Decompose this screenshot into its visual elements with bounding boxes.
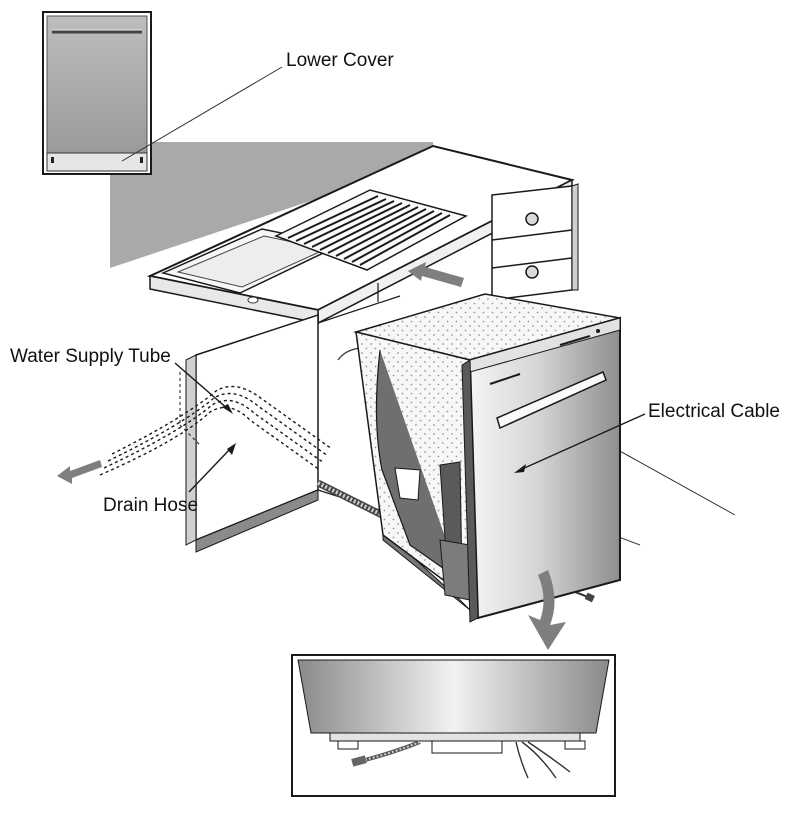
lower-cover-label: Lower Cover <box>286 50 394 71</box>
dishwasher-door <box>461 316 621 623</box>
drain-direction-arrow-icon <box>57 460 102 484</box>
wall-backdrop <box>110 142 433 268</box>
dishwasher-body <box>353 293 621 611</box>
drainboard <box>274 189 468 271</box>
water-supply-tube-label: Water Supply Tube <box>10 346 171 367</box>
detail-arrow-icon <box>528 570 566 650</box>
drain-hose-leader <box>188 446 233 493</box>
hose-routing <box>99 372 333 476</box>
electrical-cable-label: Electrical Cable <box>648 401 780 422</box>
electrical-cable-leader <box>519 413 646 471</box>
water-supply-tube-leader <box>174 362 230 411</box>
detail-inset <box>291 654 616 797</box>
left-cabinet <box>185 313 319 553</box>
inset-dishwasher-front <box>42 11 152 175</box>
right-cabinet <box>491 183 579 301</box>
push-arrow-icon <box>408 262 464 287</box>
drain-hose-label: Drain Hose <box>103 495 199 516</box>
lower-cover-part <box>46 152 148 172</box>
lower-cover-leader <box>121 66 283 162</box>
drain-hose <box>316 479 384 519</box>
